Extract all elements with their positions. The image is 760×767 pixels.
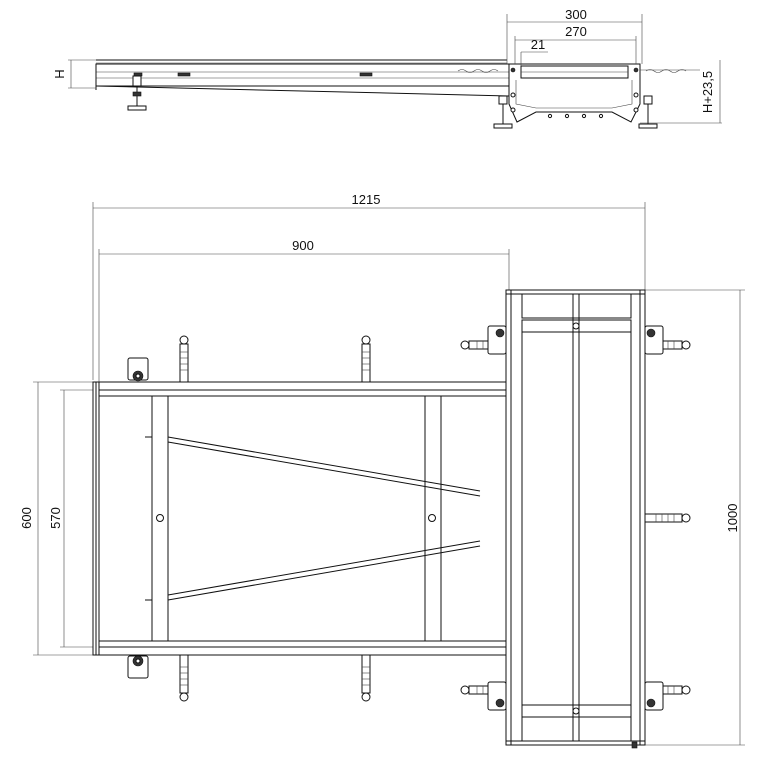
adjustable-foot-icon	[638, 95, 658, 129]
mounting-bracket-icon	[644, 681, 691, 711]
channel-frame	[92, 381, 512, 656]
mounting-bracket-icon	[361, 654, 371, 702]
mounting-bracket-icon	[644, 513, 691, 523]
dim-h-label: H	[52, 69, 67, 78]
mounting-bracket-icon	[460, 325, 507, 355]
dim-900-label: 900	[292, 238, 314, 253]
adjustable-foot-icon	[127, 357, 149, 382]
adjustable-foot-icon	[127, 655, 149, 679]
adjustable-foot-icon	[493, 95, 513, 129]
mounting-bracket-icon	[644, 325, 691, 355]
side-view: 300 270 21 H H+23,5	[52, 7, 722, 129]
dim-1000-label: 1000	[725, 504, 740, 533]
dim-21-label: 21	[531, 37, 545, 52]
dim-1215-label: 1215	[352, 192, 381, 207]
adjustable-foot-icon	[127, 75, 147, 111]
dim-270-label: 270	[565, 24, 587, 39]
mounting-bracket-icon	[361, 335, 371, 383]
mounting-bracket-icon	[179, 335, 189, 383]
dim-h-plus-label: H+23,5	[700, 71, 715, 113]
dim-570-label: 570	[48, 507, 63, 529]
plan-view: 1215 900 600 570 1000	[19, 192, 745, 749]
dim-300-label: 300	[565, 7, 587, 22]
mounting-bracket-icon	[179, 654, 189, 702]
drain-box	[505, 289, 646, 749]
dim-600-label: 600	[19, 507, 34, 529]
mounting-bracket-icon	[460, 681, 507, 711]
